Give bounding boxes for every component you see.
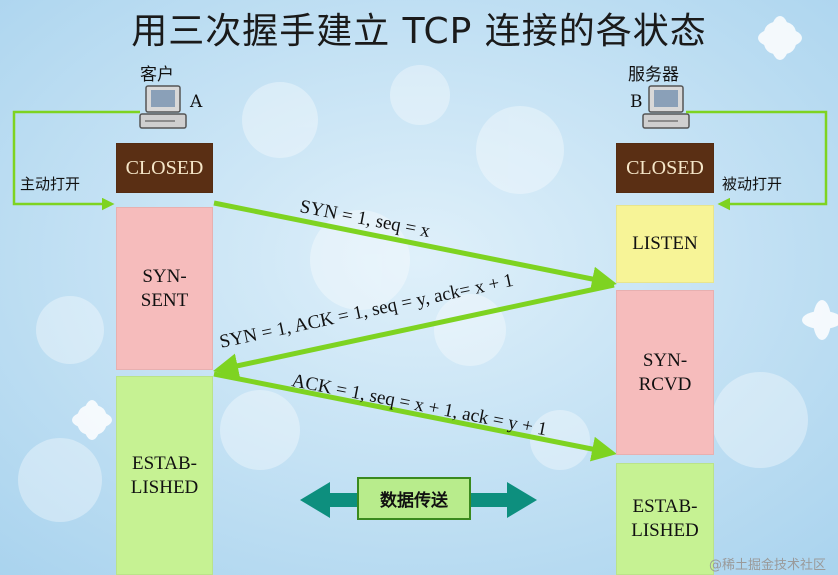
server-state-closed: CLOSED: [616, 143, 714, 193]
computer-icon-server: [642, 85, 690, 129]
client-state-established: ESTAB- LISHED: [116, 376, 213, 575]
passive-open-label: 被动打开: [722, 175, 783, 193]
active-open-label: 主动打开: [20, 175, 81, 193]
server-label: 服务器: [628, 65, 679, 85]
syn-arrow: [213, 200, 617, 292]
server-state-syn-rcvd: SYN- RCVD: [616, 290, 714, 455]
flower-decoration-left: [72, 400, 112, 440]
computer-icon-client: [139, 85, 187, 129]
watermark: @稀土掘金技术社区: [708, 558, 826, 573]
client-label: 客户: [140, 65, 174, 85]
active-open-arrow: [12, 110, 140, 211]
client-state-syn-sent: SYN- SENT: [116, 207, 213, 370]
server-letter: B: [630, 92, 643, 112]
ack-arrow: [213, 371, 617, 462]
client-state-closed: CLOSED: [116, 143, 213, 193]
data-transfer-label: 数据传送: [357, 477, 471, 520]
passive-open-arrow: [686, 110, 828, 211]
server-state-established: ESTAB- LISHED: [616, 463, 714, 575]
client-letter: A: [190, 92, 203, 112]
syn-ack-arrow: [213, 282, 615, 379]
server-state-listen: LISTEN: [616, 205, 714, 283]
flower-decoration-right: [758, 16, 838, 340]
diagram-title: 用三次握手建立 TCP 连接的各状态: [131, 11, 707, 52]
data-transfer-arrow: [300, 482, 537, 518]
bokeh-decoration: [18, 65, 808, 522]
